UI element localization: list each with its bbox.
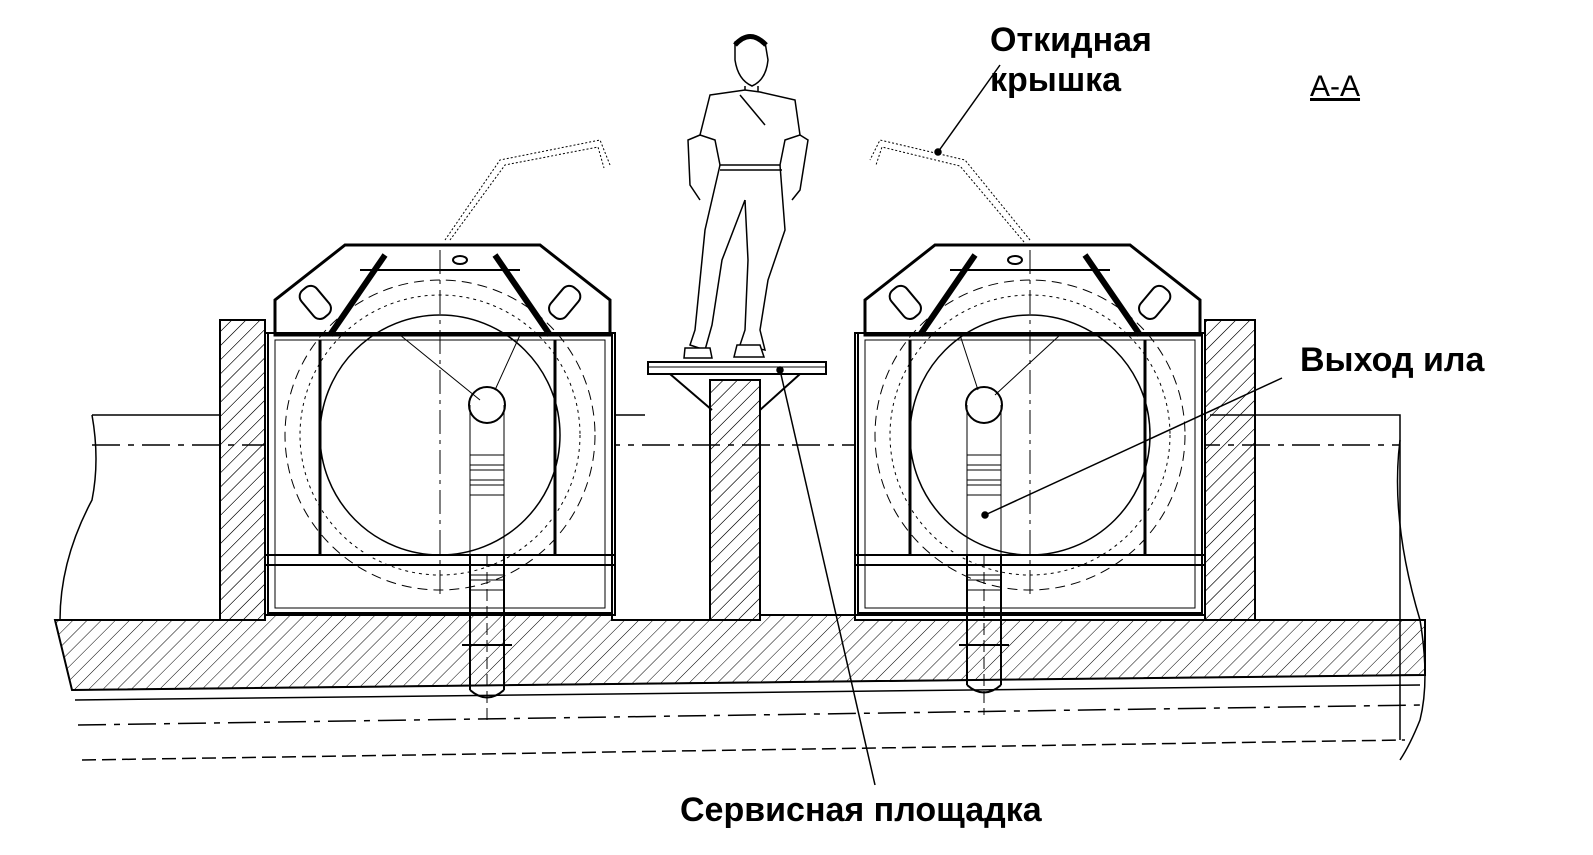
middle-wall <box>709 379 761 621</box>
right-unit <box>855 243 1205 715</box>
left-lid-open <box>444 139 611 241</box>
section-label: А-А <box>1310 70 1361 103</box>
hinged-lid-label-line2: крышка <box>990 61 1122 99</box>
hinged-lid-label: Откидная крышка <box>990 20 1152 100</box>
left-wall <box>219 319 266 621</box>
leader-lines <box>776 64 1283 786</box>
right-lid-open <box>869 139 1031 243</box>
person-figure <box>683 34 809 359</box>
right-wall <box>1204 319 1256 621</box>
hinged-lid-label-line1: Откидная <box>990 21 1152 59</box>
service-platform-label: Сервисная площадка <box>680 791 1042 829</box>
leader-service-platform <box>779 369 876 786</box>
sludge-outlet-label: Выход ила <box>1300 341 1485 379</box>
concrete-structure <box>53 319 1426 692</box>
leader-sludge-outlet <box>984 377 1283 516</box>
left-unit <box>265 243 615 720</box>
leader-hinged-lid <box>937 64 1001 153</box>
